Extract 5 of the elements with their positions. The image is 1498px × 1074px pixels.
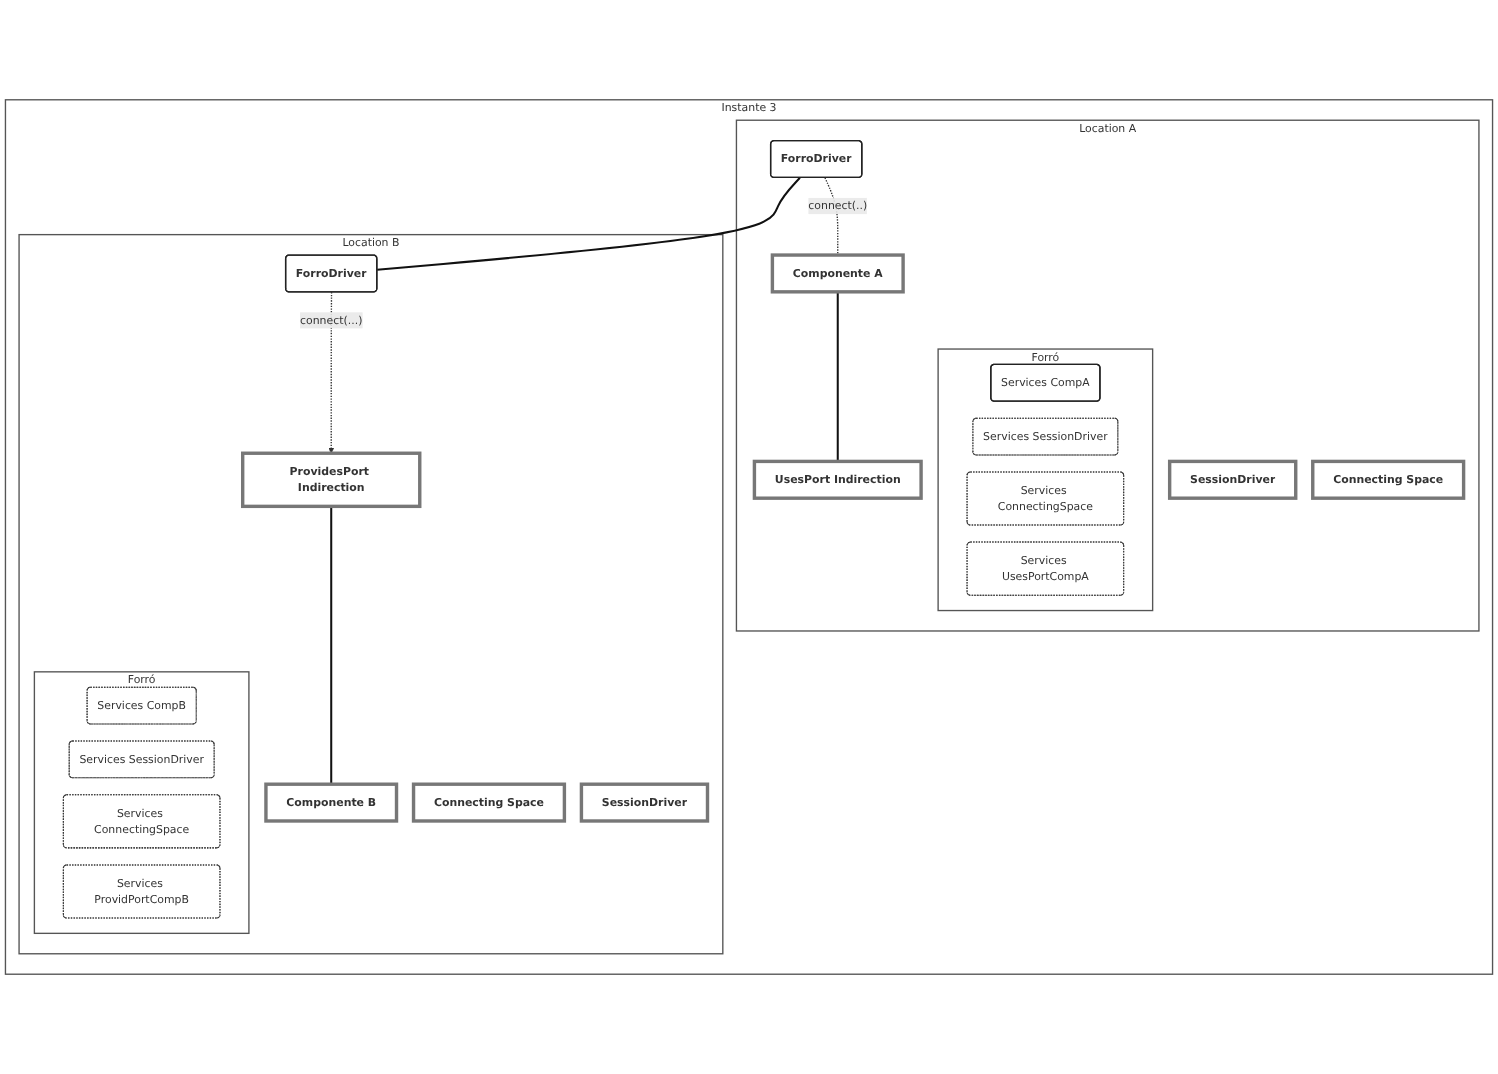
arrow bbox=[328, 291, 335, 454]
connector bbox=[377, 177, 801, 271]
connector bbox=[824, 177, 839, 256]
connector bbox=[836, 291, 839, 462]
connector bbox=[330, 506, 333, 785]
